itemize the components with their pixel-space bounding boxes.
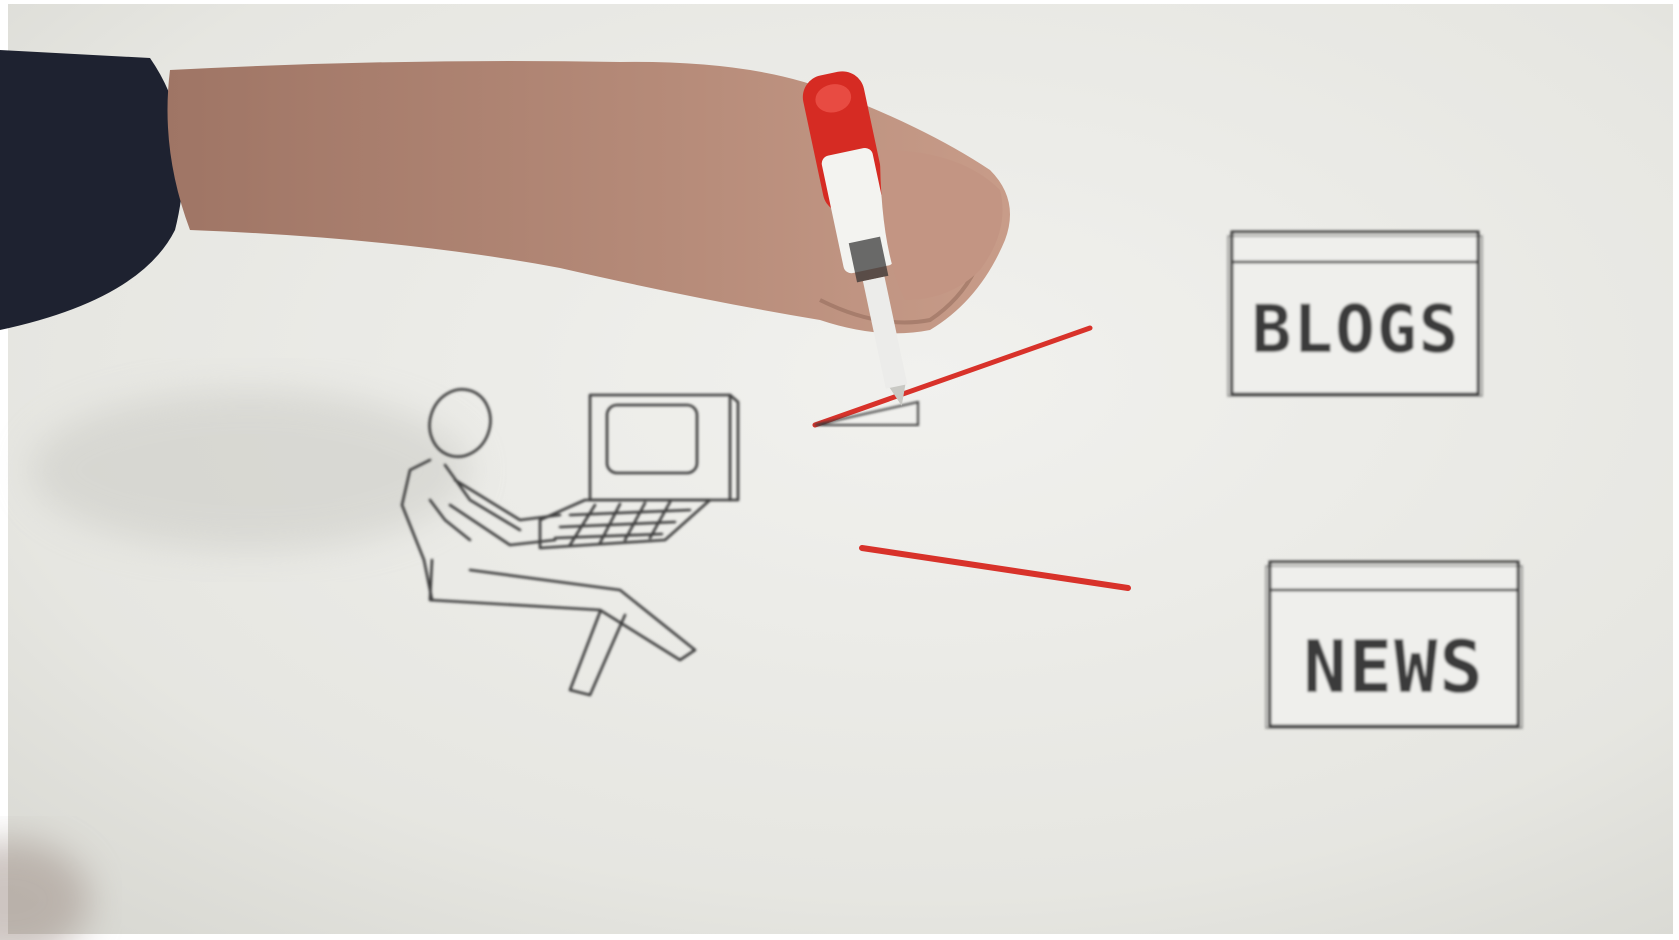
- news-label: NEWS: [1303, 625, 1484, 709]
- blogs-box: BLOGS: [1228, 232, 1482, 396]
- blogs-label: BLOGS: [1252, 291, 1461, 368]
- arm-shadow: [30, 390, 470, 550]
- news-box: NEWS: [1266, 562, 1522, 728]
